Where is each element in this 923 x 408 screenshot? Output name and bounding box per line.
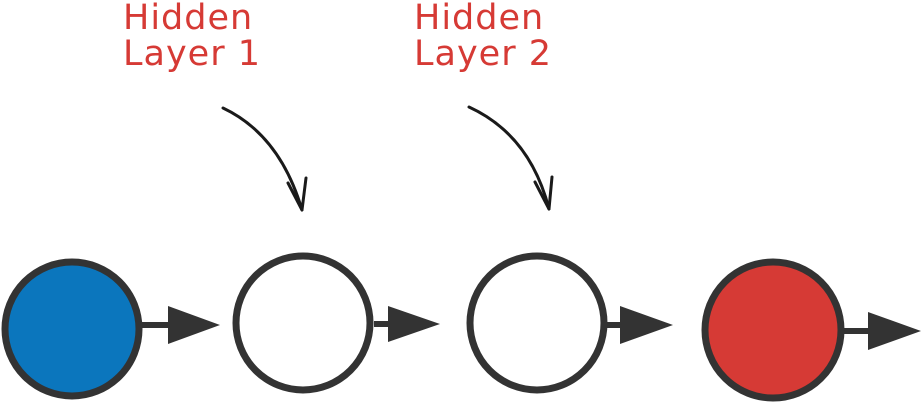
hidden-layer-1-label: Hidden Layer 1	[123, 0, 261, 72]
input-node	[1, 258, 143, 400]
hidden-layer-2-label: Hidden Layer 2	[414, 0, 552, 72]
pointer-arrow-hidden-2	[467, 105, 554, 211]
connector-arrow-2	[374, 306, 440, 342]
hidden-layer-1-label-line2: Layer 1	[123, 34, 261, 74]
pointer-arrow-hidden-1	[221, 106, 308, 212]
hidden-layer-1-label-line1: Hidden	[123, 0, 254, 38]
hidden-node-2	[466, 252, 608, 394]
hidden-layer-2-label-line2: Layer 2	[414, 34, 552, 74]
connector-arrow-1	[141, 306, 220, 344]
hidden-node-1	[232, 252, 374, 394]
hidden-layer-2-label-line1: Hidden	[414, 0, 545, 38]
output-node	[701, 258, 845, 402]
connector-arrow-3	[607, 306, 673, 344]
connector-arrow-4	[842, 312, 921, 350]
